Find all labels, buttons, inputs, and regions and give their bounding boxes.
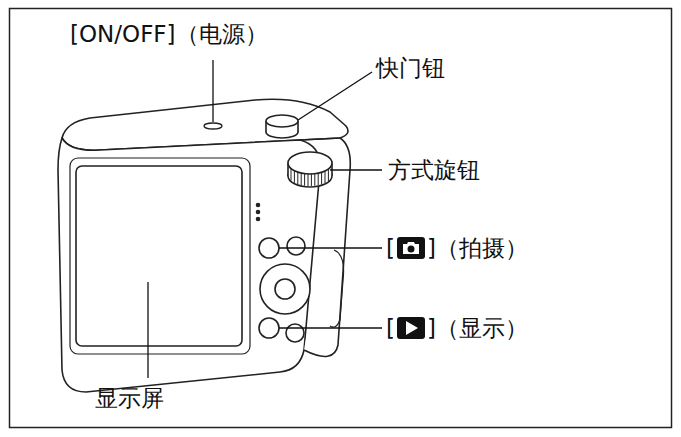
camera-icon [396,236,426,260]
callout-label: ]（拍摄） [427,234,528,262]
callout-row: [ ]（拍摄） [386,234,528,262]
callout-label: ]（显示） [427,314,528,342]
control-pad [260,264,310,314]
frame [10,9,672,428]
callout-label: [ [386,314,395,342]
display-screen [76,166,242,346]
play-icon [396,316,426,340]
camera-body [58,99,350,392]
callout-row: [ ]（显示） [386,314,528,342]
callout-label: 方式旋钮 [388,156,480,184]
record-button [259,238,279,258]
play-button [259,318,279,338]
callout-label: 显示屏 [95,384,164,412]
callout-label: 快门钮 [376,54,445,82]
power-button [204,123,222,129]
callout-label: [ON/OFF]（电源） [70,20,268,48]
callout-label: [ [386,234,395,262]
leader-lines [148,60,382,378]
